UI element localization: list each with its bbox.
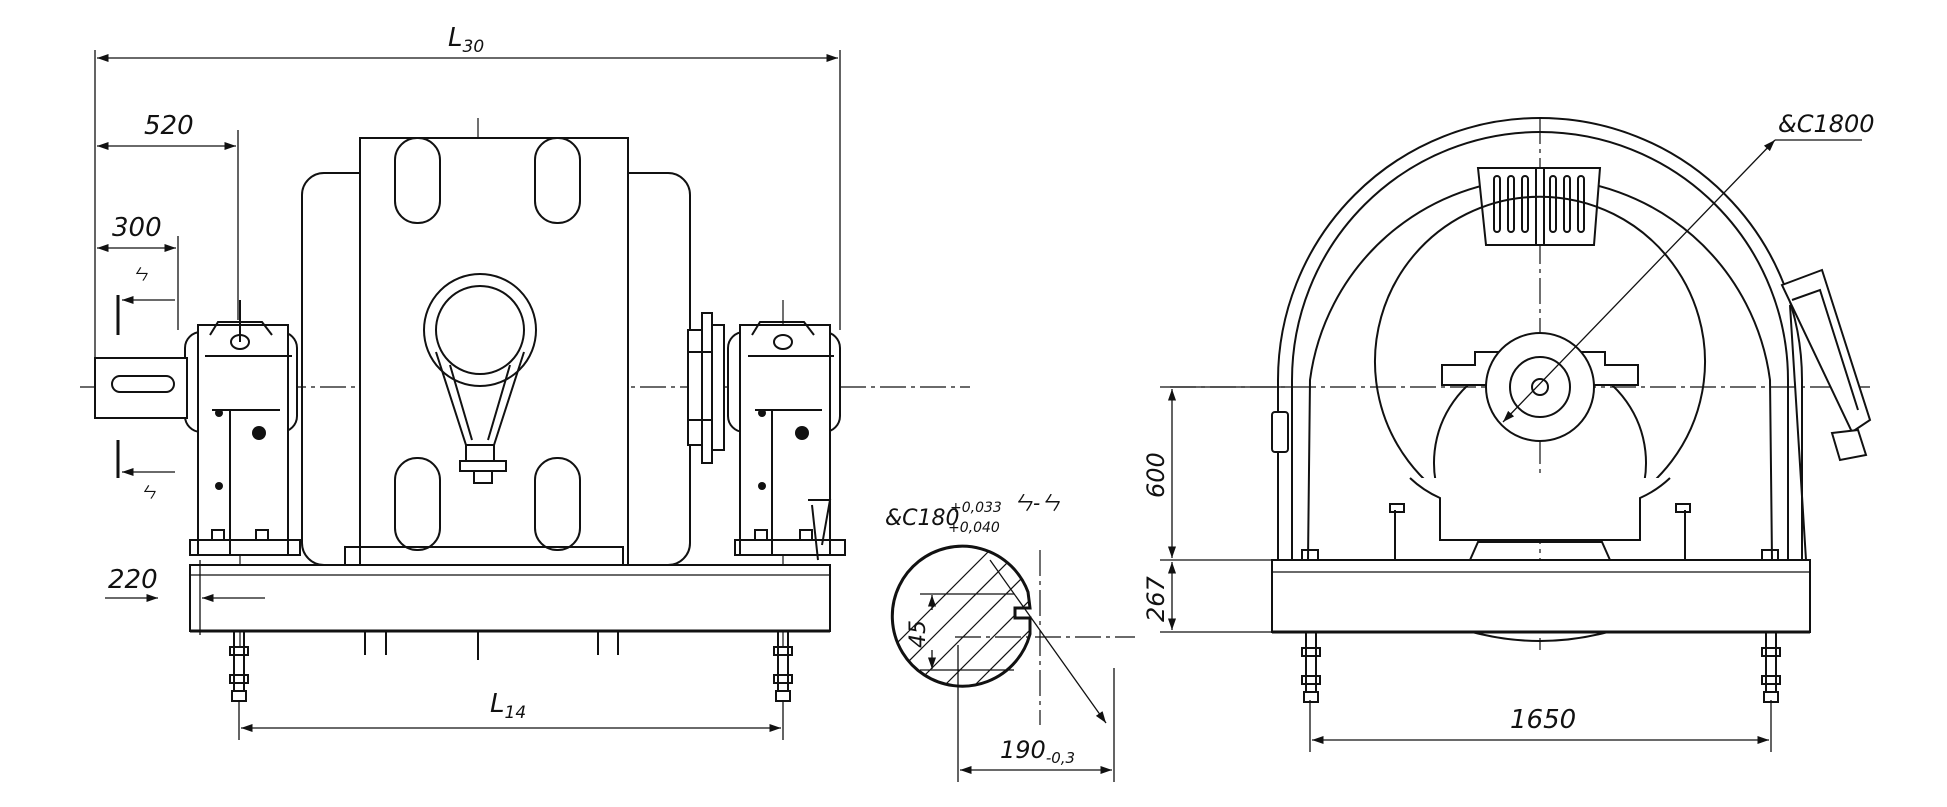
left-anchor-bolt (229, 630, 249, 702)
drum-outer-shell (1277, 117, 1803, 560)
right-bearing (727, 321, 846, 561)
dim-300: 300 (97, 213, 179, 330)
side-lever (1780, 268, 1872, 561)
shaft-section: &C180 +0,033 +0,040 ㄣ-ㄣ 45 190-0,3 (885, 491, 1135, 782)
housing-center-block (359, 137, 629, 566)
lower-right-window (534, 457, 581, 551)
lifting-eye (423, 273, 537, 484)
svg-text:45: 45 (906, 620, 931, 648)
svg-text:L30: L30 (448, 23, 484, 57)
dim-190: 190-0,3 (957, 645, 1115, 782)
shaft-tol-upper: +0,033 (950, 500, 1002, 516)
svg-text:300: 300 (112, 213, 162, 243)
section-mark-top: ㄣ (116, 265, 175, 335)
svg-text:600: 600 (1142, 452, 1170, 498)
dim-600: 600 (1142, 386, 1290, 561)
shaft-outline (890, 544, 1032, 688)
right-anchor-bolt (773, 630, 793, 702)
dim-l14: L14 (238, 689, 784, 740)
dim-diameter-1800: &C1800 (1502, 110, 1875, 423)
shaft-tol-lower: +0,040 (948, 520, 1000, 536)
side-anchor-bolt-left (1301, 631, 1321, 703)
side-anchor-bolt-right (1761, 631, 1781, 703)
svg-text:ㄣ: ㄣ (132, 265, 148, 284)
dim-520: 520 (97, 111, 239, 320)
svg-text:&C1800: &C1800 (1778, 110, 1875, 138)
side-view: &C1800 600 267 1650 (1142, 110, 1875, 752)
dim-1650: 1650 (1309, 700, 1772, 752)
svg-text:ㄣ: ㄣ (140, 483, 156, 502)
lower-left-window (394, 457, 441, 551)
svg-text:190-0,3: 190-0,3 (1000, 736, 1075, 767)
upper-right-window (534, 137, 581, 224)
svg-text:220: 220 (108, 565, 158, 595)
shaft-diameter-leader (989, 559, 1107, 724)
upper-left-window (394, 137, 441, 224)
right-coupling (687, 312, 725, 464)
dim-l30: L30 (94, 23, 841, 360)
section-mark-bottom: ㄣ (116, 440, 175, 502)
front-view: ㄣ ㄣ L30 520 300 (80, 23, 970, 740)
left-bearing (184, 300, 301, 556)
left-shaft (94, 357, 188, 419)
svg-text:L14: L14 (490, 689, 526, 723)
dim-45: 45 (906, 593, 1014, 671)
svg-text:267: 267 (1142, 575, 1170, 622)
dim-220: 220 (105, 560, 265, 635)
section-title: ㄣ-ㄣ (1013, 491, 1060, 515)
side-base-plate (1271, 549, 1811, 642)
svg-text:1650: 1650 (1510, 705, 1576, 735)
shaft-diameter-label: &C180 (885, 506, 960, 531)
side-plate-left (1271, 411, 1289, 453)
dim-267: 267 (1142, 562, 1275, 633)
vent-grille (1476, 167, 1602, 246)
svg-text:520: 520 (144, 111, 194, 141)
base-plate (189, 564, 831, 660)
